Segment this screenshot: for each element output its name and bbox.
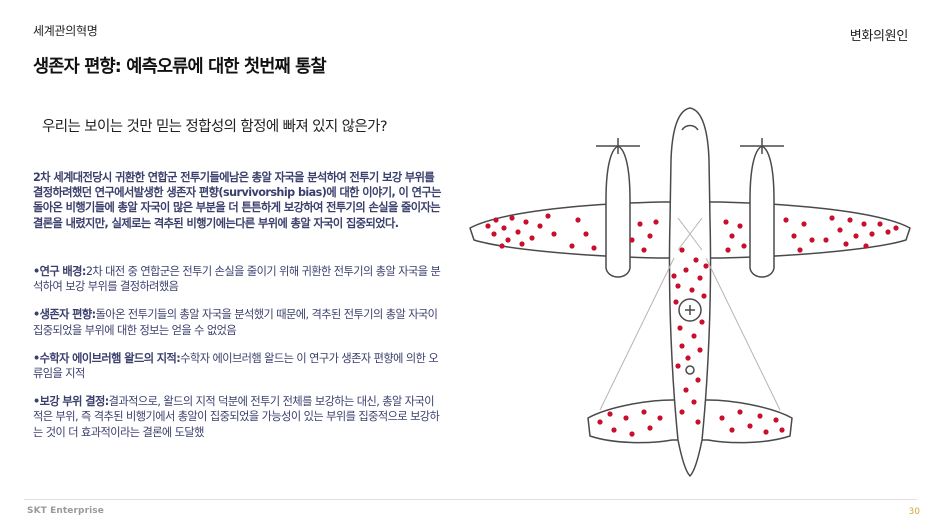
- bullet-head: •생존자 편향:: [33, 308, 96, 322]
- fuselage: [668, 107, 712, 477]
- page-number: 30: [908, 507, 920, 517]
- right-engine: [749, 145, 775, 278]
- bullet-reinforcement-decision: •보강 부위 결정:결과적으로, 왈드의 지적 덕분에 전투기 전체를 보강하는…: [33, 394, 445, 440]
- footer-brand: SKT Enterprise: [27, 506, 104, 516]
- bullet-wald-insight: •수학자 에이브러햄 왈드의 지적:수학자 에이브러햄 왈드는 이 연구가 생존…: [33, 351, 445, 381]
- bullet-text: 돌아온 전투기들의 총알 자국을 분석했기 때문에, 격추된 전투기의 총알 자…: [33, 308, 438, 337]
- cockpit: [681, 124, 699, 131]
- left-engine: [605, 145, 631, 278]
- footer-divider: [24, 499, 917, 500]
- bullet-text: 결과적으로, 왈드의 지적 덕분에 전투기 전체를 보강하는 대신, 총알 자국…: [33, 395, 440, 439]
- category-label: 세계관의혁명: [33, 24, 98, 38]
- bullet-survivorship-bias: •생존자 편향:돌아온 전투기들의 총알 자국을 분석했기 때문에, 격추된 전…: [33, 307, 445, 337]
- intro-paragraph: 2차 세계대전당시 귀환한 연합군 전투기들에남은 총알 자국을 분석하여 전투…: [33, 171, 441, 230]
- bullet-text: 수학자 에이브러햄 왈드는 이 연구가 생존자 편향에 의한 오류임을 지적: [33, 351, 439, 381]
- slide-title: 생존자 편향: 예측오류에 대한 첫번째 통찰: [33, 57, 327, 77]
- airplane-bullet-hole-illustration: [469, 107, 911, 477]
- bullet-head: •수학자 에이브러햄 왈드의 지적:: [33, 351, 181, 365]
- bullet-list: •연구 배경:2차 대전 중 연합군은 전투기 손실을 줄이기 위해 귀환한 전…: [33, 264, 445, 453]
- section-label: 변화의원인: [849, 29, 909, 44]
- bullet-research-background: •연구 배경:2차 대전 중 연합군은 전투기 손실을 줄이기 위해 귀환한 전…: [33, 264, 445, 294]
- bullet-holes: [485, 213, 899, 437]
- bullet-head: •연구 배경:: [33, 265, 86, 278]
- slide-question: 우리는 보이는 것만 믿는 정합성의 함정에 빠져 있지 않은가?: [42, 119, 388, 135]
- bullet-text: 2차 대전 중 연합군은 전투기 손실을 줄이기 위해 귀환한 전투기의 총알 …: [33, 265, 441, 294]
- turret: [678, 298, 702, 322]
- bullet-head: •보강 부위 결정:: [33, 395, 109, 409]
